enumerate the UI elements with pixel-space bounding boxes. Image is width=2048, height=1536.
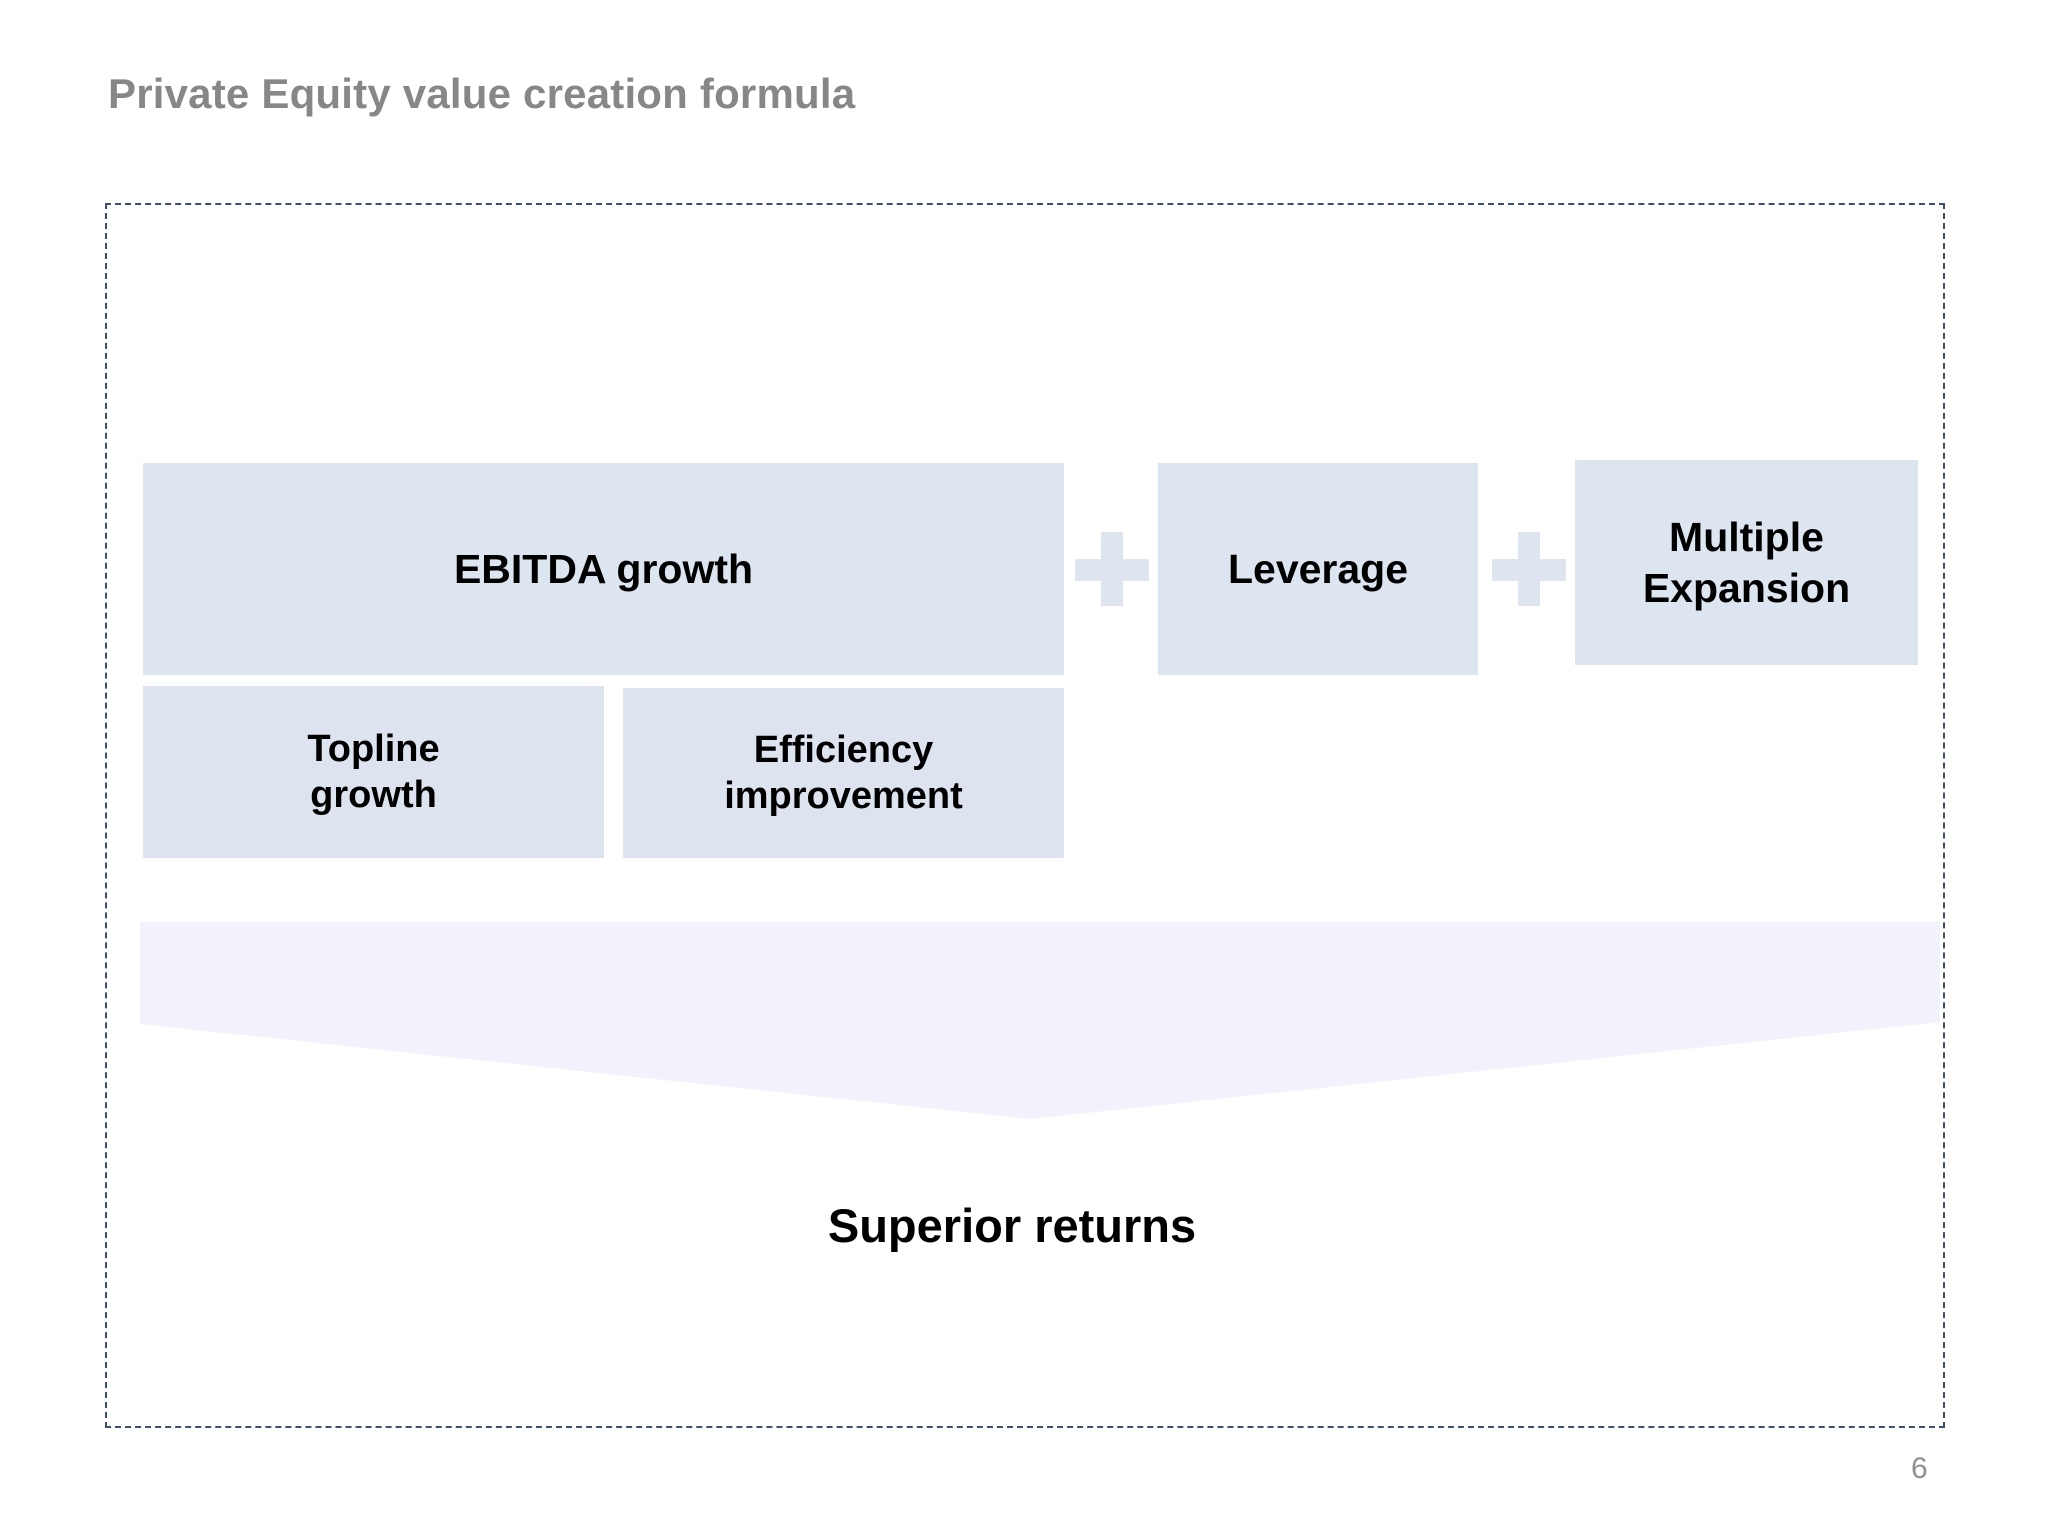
page-title: Private Equity value creation formula [108,70,856,117]
plus-icon [1075,532,1149,606]
content-frame [105,203,1945,1428]
funnel-icon [140,922,1940,1119]
formula-box-ebitda-growth[interactable]: EBITDA growth [143,463,1064,675]
plus-icon [1492,532,1566,606]
formula-box-leverage[interactable]: Leverage [1158,463,1478,675]
page-number: 6 [1911,1452,1928,1485]
outcome-label-text: Superior returns [827,1199,1197,1252]
formula-box-label: EBITDA growth [453,545,754,592]
formula-box-label: Leverage [1227,545,1409,592]
outcome-label: Superior returns [0,1198,2048,1253]
funnel-shape [140,922,1940,1122]
